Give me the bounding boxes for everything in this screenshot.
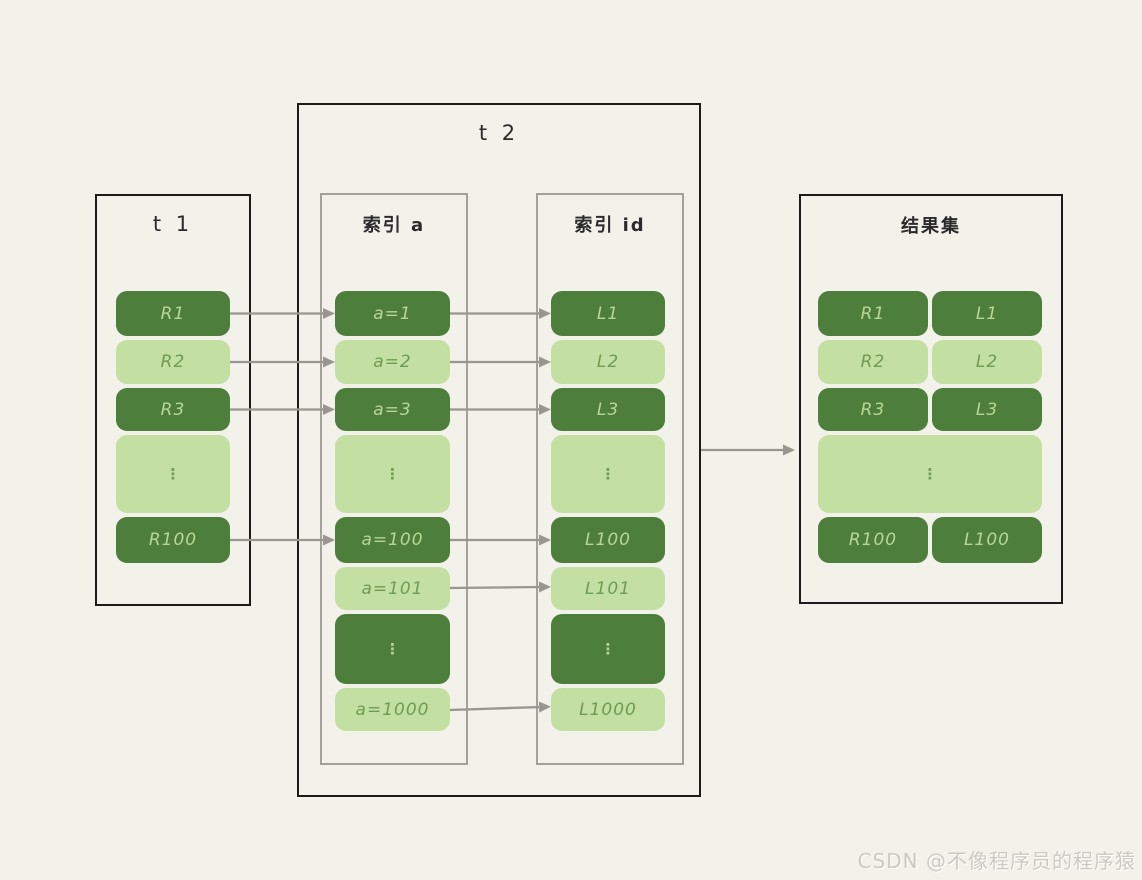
index-a-title: 索引 a bbox=[362, 215, 426, 236]
index-id-row-101: L101 bbox=[551, 567, 665, 610]
t1-row-r3: R3 bbox=[116, 388, 230, 431]
index-a-row-ellipsis-2: ⋮ bbox=[335, 614, 450, 684]
index-id-box: 索引 id bbox=[536, 193, 684, 765]
t1-row-r100: R100 bbox=[116, 517, 230, 563]
result-row-r2: R2 bbox=[818, 340, 928, 384]
index-a-row-2: a=2 bbox=[335, 340, 450, 384]
t1-row-r2: R2 bbox=[116, 340, 230, 384]
ellipsis-icon: ⋮ bbox=[165, 464, 181, 483]
result-row-r1: R1 bbox=[818, 291, 928, 336]
index-a-row-1: a=1 bbox=[335, 291, 450, 336]
ellipsis-icon: ⋮ bbox=[922, 464, 938, 483]
ellipsis-icon: ⋮ bbox=[385, 639, 400, 658]
table-t2-box: t 2 bbox=[297, 103, 701, 797]
index-id-row-ellipsis-2: ⋮ bbox=[551, 614, 665, 684]
result-row-ellipsis: ⋮ bbox=[818, 435, 1042, 513]
t1-row-r1: R1 bbox=[116, 291, 230, 336]
index-id-title: 索引 id bbox=[574, 215, 646, 236]
ellipsis-icon: ⋮ bbox=[385, 464, 400, 483]
table-t1-title: t 1 bbox=[152, 212, 194, 236]
result-row-l1: L1 bbox=[932, 291, 1042, 336]
csdn-watermark: CSDN @不像程序员的程序猿 bbox=[857, 849, 1136, 873]
ellipsis-icon: ⋮ bbox=[600, 639, 616, 658]
result-row-l2: L2 bbox=[932, 340, 1042, 384]
index-a-row-101: a=101 bbox=[335, 567, 450, 610]
index-a-box: 索引 a bbox=[320, 193, 468, 765]
table-t1-box: t 1 bbox=[95, 194, 251, 606]
index-id-row-ellipsis-1: ⋮ bbox=[551, 435, 665, 513]
result-row-r100: R100 bbox=[818, 517, 928, 563]
index-a-row-3: a=3 bbox=[335, 388, 450, 431]
index-a-row-100: a=100 bbox=[335, 517, 450, 563]
result-set-title: 结果集 bbox=[901, 216, 961, 237]
index-id-row-1000: L1000 bbox=[551, 688, 665, 731]
index-id-row-2: L2 bbox=[551, 340, 665, 384]
index-id-row-1: L1 bbox=[551, 291, 665, 336]
ellipsis-icon: ⋮ bbox=[600, 464, 616, 483]
index-id-row-100: L100 bbox=[551, 517, 665, 563]
result-row-r3: R3 bbox=[818, 388, 928, 431]
result-set-box: 结果集 bbox=[799, 194, 1063, 604]
result-row-l3: L3 bbox=[932, 388, 1042, 431]
t1-row-ellipsis: ⋮ bbox=[116, 435, 230, 513]
index-a-row-ellipsis-1: ⋮ bbox=[335, 435, 450, 513]
result-row-l100: L100 bbox=[932, 517, 1042, 563]
table-t2-title: t 2 bbox=[478, 121, 520, 145]
index-a-row-1000: a=1000 bbox=[335, 688, 450, 731]
index-id-row-3: L3 bbox=[551, 388, 665, 431]
